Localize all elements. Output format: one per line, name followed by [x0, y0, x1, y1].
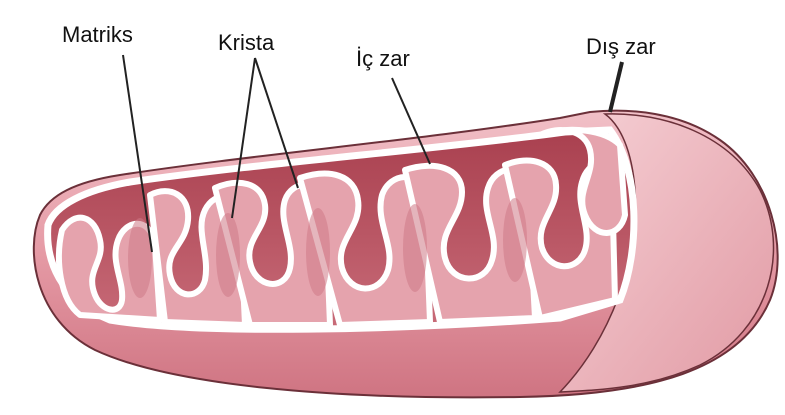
- matrix-label: Matriks: [62, 22, 133, 47]
- cristae-label: Krista: [218, 30, 275, 55]
- outer-membrane-leader-line: [610, 62, 622, 112]
- outer-membrane-label: Dış zar: [586, 34, 656, 59]
- inner-membrane-label: İç zar: [356, 46, 410, 71]
